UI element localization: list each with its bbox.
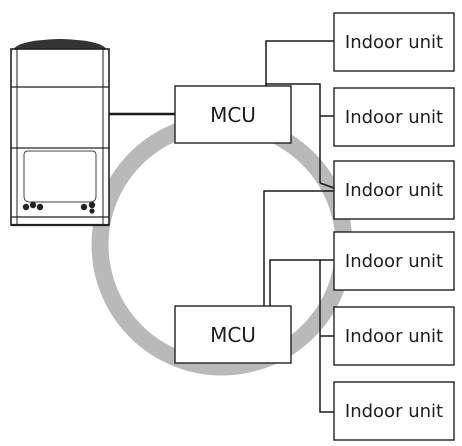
- pipe-mcu-1-tail: [319, 182, 335, 189]
- indoor-unit-3: Indoor unit: [333, 160, 455, 220]
- pipe-mcu-2-to-indoor-3: [263, 190, 334, 306]
- indoor-unit-1: Indoor unit: [333, 12, 455, 72]
- indoor-unit-5: Indoor unit: [333, 306, 455, 366]
- indoor-unit-4-label: Indoor unit: [345, 251, 443, 272]
- indoor-unit-4: Indoor unit: [333, 231, 455, 291]
- indoor-unit-2: Indoor unit: [333, 87, 455, 147]
- mcu-2-label: MCU: [210, 323, 256, 347]
- mcu-1-label: MCU: [210, 103, 256, 127]
- indoor-unit-2-label: Indoor unit: [345, 107, 443, 128]
- pipe-mcu-1-to-indoor-1: [265, 40, 334, 86]
- mcu-unit-2: MCU: [174, 305, 292, 364]
- indoor-unit-6-label: Indoor unit: [345, 401, 443, 422]
- mcu-unit-1: MCU: [174, 85, 292, 144]
- indoor-unit-1-label: Indoor unit: [345, 32, 443, 53]
- outdoor-unit: [10, 39, 110, 227]
- outdoor-unit-body: [10, 48, 110, 226]
- outdoor-unit-badge-left: [22, 201, 44, 211]
- pipe-mcu-1-to-indoor-3: [265, 83, 321, 183]
- outdoor-unit-fan-top: [13, 39, 107, 50]
- outdoor-unit-badge-right: [80, 201, 96, 214]
- indoor-unit-5-label: Indoor unit: [345, 326, 443, 347]
- indoor-unit-6: Indoor unit: [333, 381, 455, 441]
- indoor-unit-3-label: Indoor unit: [345, 180, 443, 201]
- outdoor-unit-panel: [23, 150, 97, 203]
